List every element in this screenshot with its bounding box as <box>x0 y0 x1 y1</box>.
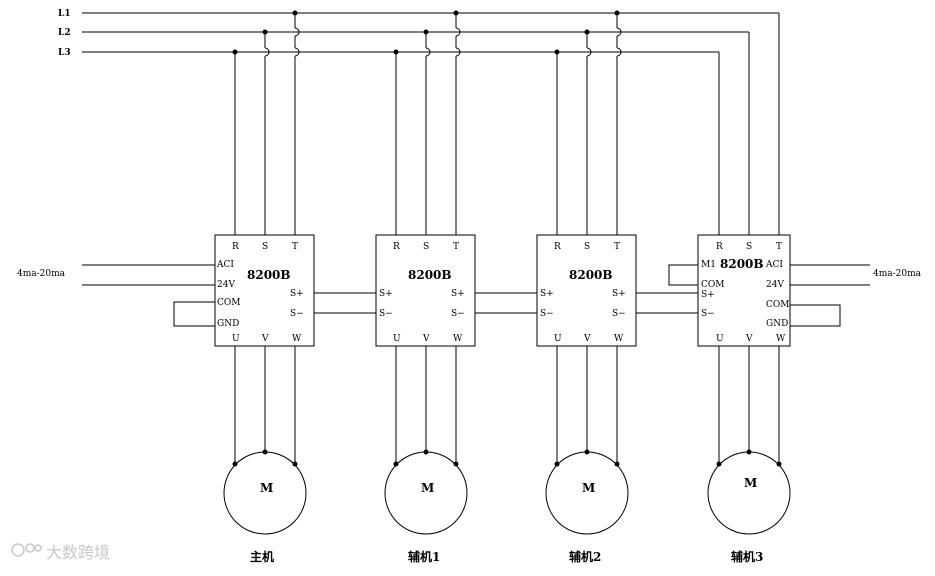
svg-text:S: S <box>584 242 590 252</box>
caption-aux3: 辅机3 <box>731 549 763 564</box>
svg-text:COM: COM <box>217 298 240 308</box>
svg-text:S+: S+ <box>290 289 304 299</box>
svg-text:S+: S+ <box>379 289 393 299</box>
svg-text:S−: S− <box>451 309 465 319</box>
svg-text:S+: S+ <box>701 290 715 300</box>
svg-text:R: R <box>393 242 400 252</box>
watermark-text: 大数跨境 <box>46 543 110 562</box>
svg-text:S: S <box>423 242 429 252</box>
caption-aux2: 辅机2 <box>569 549 601 564</box>
inverter-box-aux3 <box>697 234 791 347</box>
caption-aux1: 辅机1 <box>408 549 440 564</box>
svg-text:S+: S+ <box>540 289 554 299</box>
svg-text:S: S <box>262 242 268 252</box>
svg-text:R: R <box>716 242 723 252</box>
inverter-model-main: 8200B <box>247 268 291 282</box>
svg-text:GND: GND <box>766 319 788 329</box>
inverter-model-aux1: 8200B <box>408 268 452 282</box>
drive-aux1-labels: R S T 8200B S+ S− S+ S− U V W <box>379 242 465 344</box>
caption-main: 主机 <box>250 549 274 564</box>
svg-text:V: V <box>422 334 430 344</box>
svg-text:ACI: ACI <box>216 260 234 270</box>
svg-text:M1: M1 <box>701 260 716 270</box>
svg-text:T: T <box>776 242 782 252</box>
svg-text:V: V <box>261 334 269 344</box>
svg-text:T: T <box>614 242 620 252</box>
svg-text:S+: S+ <box>612 289 626 299</box>
junction-dots <box>232 10 782 467</box>
svg-text:S: S <box>746 242 752 252</box>
svg-text:W: W <box>292 334 302 344</box>
svg-text:S−: S− <box>540 309 554 319</box>
svg-text:U: U <box>716 334 724 344</box>
motor-label-aux1: M <box>421 481 434 495</box>
drive-main-labels: R S T 8200B ACI 24V COM GND S+ S− U V W <box>216 242 304 344</box>
svg-text:GND: GND <box>217 319 239 329</box>
svg-text:W: W <box>453 334 463 344</box>
inverter-model-aux3: 8200B <box>720 257 764 271</box>
inverter-model-aux2: 8200B <box>569 268 613 282</box>
svg-text:V: V <box>745 334 753 344</box>
svg-text:U: U <box>232 334 240 344</box>
svg-text:COM: COM <box>766 300 789 310</box>
svg-text:S−: S− <box>290 309 304 319</box>
svg-text:24V: 24V <box>766 280 784 290</box>
svg-text:U: U <box>554 334 562 344</box>
svg-text:S+: S+ <box>451 289 465 299</box>
analog-signal-left: 4ma-20ma <box>17 269 66 279</box>
svg-text:W: W <box>776 334 786 344</box>
svg-text:T: T <box>453 242 459 252</box>
svg-text:R: R <box>554 242 561 252</box>
svg-text:24V: 24V <box>217 280 235 290</box>
bus-label-l1: L1 <box>58 9 71 19</box>
analog-signal-right: 4ma-20ma <box>873 269 922 279</box>
svg-text:S−: S− <box>612 309 626 319</box>
svg-text:W: W <box>614 334 624 344</box>
svg-text:R: R <box>232 242 239 252</box>
svg-text:COM: COM <box>701 280 724 290</box>
drive-aux3-labels: R S T M1 8200B ACI COM S+ S− 24V COM GND… <box>701 242 789 344</box>
motor-label-aux2: M <box>582 481 595 495</box>
drive-aux2-labels: R S T 8200B S+ S− S+ S− U V W <box>540 242 626 344</box>
svg-text:U: U <box>393 334 401 344</box>
bus-label-l3: L3 <box>58 48 71 58</box>
svg-text:ACI: ACI <box>765 260 783 270</box>
bus-label-l2: L2 <box>58 28 71 38</box>
svg-text:S−: S− <box>701 309 715 319</box>
motor-label-aux3: M <box>744 476 757 490</box>
svg-text:V: V <box>583 334 591 344</box>
svg-text:T: T <box>292 242 298 252</box>
watermark-logo: 大数跨境 <box>11 543 110 562</box>
motor-label-main: M <box>260 481 273 495</box>
svg-text:S−: S− <box>379 309 393 319</box>
